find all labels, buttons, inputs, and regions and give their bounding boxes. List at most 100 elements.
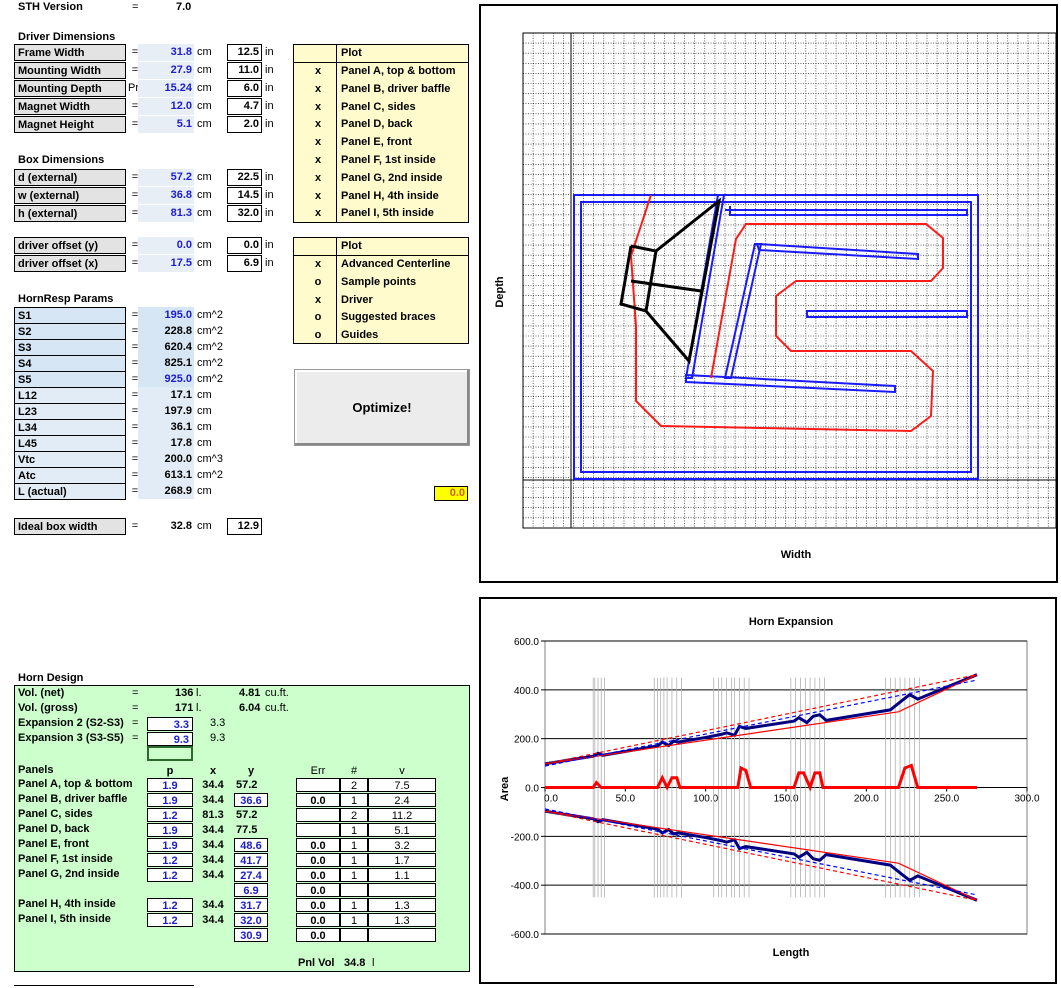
plot-toggle-mark[interactable]: o <box>314 329 322 342</box>
panel-y-value[interactable]: 36.6 <box>234 793 268 807</box>
table-border-bottom <box>14 499 126 500</box>
hornresp-value: 17.1 <box>138 387 194 403</box>
plot-option-label: Panel H, 4th inside <box>341 189 439 202</box>
dimension-value[interactable]: 17.5 <box>138 255 194 272</box>
panel-p-input[interactable]: 1.2 <box>147 898 193 912</box>
panel-y-value[interactable]: 6.9 <box>234 883 268 897</box>
plot-toggle-mark[interactable]: x <box>314 189 322 202</box>
dimension-value[interactable]: 12.0 <box>138 98 194 115</box>
plot-toggle-mark[interactable]: o <box>314 311 322 324</box>
dimension-value[interactable]: 15.24 <box>138 80 194 97</box>
panel-volume <box>368 928 436 942</box>
equals-sign: = <box>132 687 139 699</box>
plot-toggle-mark[interactable]: x <box>314 82 322 95</box>
panel-y-value[interactable]: 32.0 <box>234 913 268 927</box>
panel-p-input[interactable]: 1.9 <box>147 778 193 792</box>
v-header: v <box>399 765 405 777</box>
optimize-button[interactable]: Optimize! <box>294 369 470 446</box>
equals-sign: = <box>131 453 139 465</box>
plot-toggle-mark[interactable]: x <box>314 258 322 270</box>
hornresp-value: 17.8 <box>138 435 194 451</box>
panel-x-value: 34.4 <box>202 899 224 911</box>
panel-count <box>340 883 368 897</box>
plot-toggle-mark[interactable]: x <box>314 293 322 306</box>
bottom-rule <box>14 985 194 986</box>
panel-err-value: 0.0 <box>296 868 340 882</box>
plot-toggle-mark[interactable]: o <box>314 275 322 288</box>
selected-cell[interactable] <box>147 746 193 761</box>
panel-y-value[interactable]: 48.6 <box>234 838 268 852</box>
hornresp-value: 197.9 <box>138 403 194 419</box>
panel-y-value[interactable]: 41.7 <box>234 853 268 867</box>
panel-p-input[interactable]: 1.9 <box>147 838 193 852</box>
panel-p-input[interactable]: 1.2 <box>147 853 193 867</box>
equals-sign: = <box>131 46 139 58</box>
expansion3-input[interactable]: 9.3 <box>147 732 193 746</box>
panel-p-input[interactable]: 1.9 <box>147 793 193 807</box>
dimension-value[interactable]: 57.2 <box>138 169 194 186</box>
plot-option-row[interactable]: x Panel H, 4th inside <box>294 188 468 205</box>
panel-y-value[interactable]: 27.4 <box>234 868 268 882</box>
ideal-width-inch: 12.9 <box>227 518 262 535</box>
unit-label: cm^2 <box>197 357 223 369</box>
panel-y-value[interactable]: 31.7 <box>234 898 268 912</box>
hornresp-value[interactable]: 195.0 <box>138 307 194 323</box>
dimension-label: w (external) <box>14 187 126 204</box>
dimension-value[interactable]: 0.0 <box>138 237 194 254</box>
panel-y-value[interactable]: 30.9 <box>234 928 268 942</box>
panel-count: 2 <box>340 778 368 792</box>
dimension-value[interactable]: 36.8 <box>138 187 194 204</box>
plot-option-label: Panel D, back <box>341 118 413 131</box>
hornresp-value: 613.1 <box>138 467 194 483</box>
unit-label: cm^2 <box>197 325 223 337</box>
panel-p-input[interactable]: 1.2 <box>147 808 193 822</box>
dimension-label: h (external) <box>14 205 126 222</box>
y-tick-label: -600.0 <box>511 930 540 941</box>
inch-unit: in <box>265 207 274 219</box>
panel-p-input[interactable]: 1.2 <box>147 913 193 927</box>
plot-toggle-mark[interactable]: x <box>314 171 322 184</box>
panel-p-input[interactable]: 1.9 <box>147 823 193 837</box>
dimension-value[interactable]: 5.1 <box>138 116 194 133</box>
panel-count: 1 <box>340 793 368 807</box>
dimension-value[interactable]: 27.9 <box>138 62 194 79</box>
dimension-label: driver offset (x) <box>14 255 126 272</box>
unit-label: cm <box>197 118 212 130</box>
plot-toggle-mark[interactable]: x <box>314 65 322 77</box>
dimension-label: Magnet Height <box>14 116 126 133</box>
plot-toggle-mark[interactable]: x <box>314 100 322 113</box>
plot-toggle-mark[interactable]: x <box>314 154 322 166</box>
plot-toggle-mark[interactable]: x <box>314 136 322 149</box>
plot-toggle-mark[interactable]: x <box>314 118 322 131</box>
unit-label: cm <box>197 100 212 112</box>
panel-p-input[interactable]: 1.2 <box>147 868 193 882</box>
grid-background <box>522 32 1057 529</box>
dimension-label: d (external) <box>14 169 126 186</box>
panel-row-label: Panel D, back <box>18 823 90 835</box>
expansion2-input[interactable]: 3.3 <box>147 717 193 731</box>
plot-toggle-mark[interactable]: x <box>314 207 322 220</box>
dimension-value[interactable]: 81.3 <box>138 205 194 222</box>
dimension-value[interactable]: 31.8 <box>138 44 194 61</box>
plot-option-row[interactable]: x Panel D, back <box>294 116 468 133</box>
panel-f <box>725 206 968 216</box>
hornresp-value[interactable]: 925.0 <box>138 371 194 387</box>
panel-count: 1 <box>340 823 368 837</box>
inch-value: 6.0 <box>227 80 262 97</box>
panel-err-value: 0.0 <box>296 853 340 867</box>
unit-label: cm <box>197 171 212 183</box>
